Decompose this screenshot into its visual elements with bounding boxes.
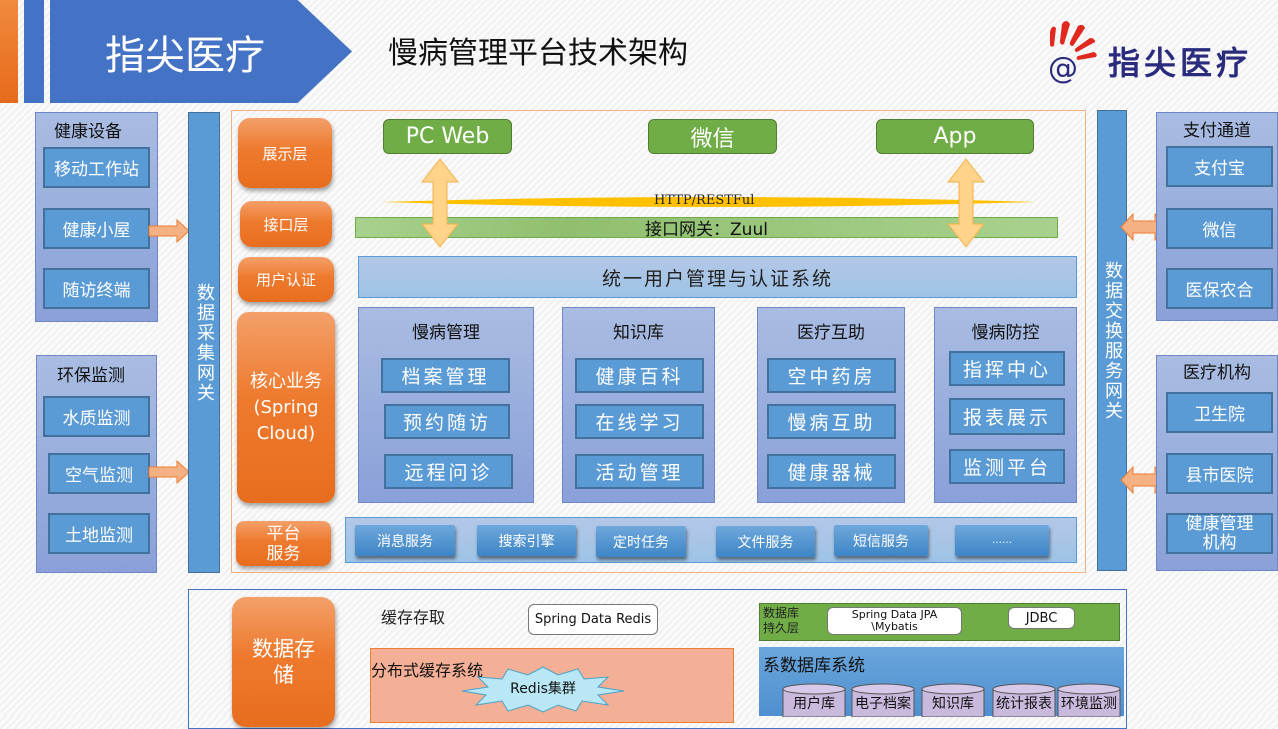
- module-title: 慢病管理: [412, 323, 480, 343]
- database-cylinder: 用户库: [781, 683, 847, 718]
- header-accent-blue: [24, 0, 44, 103]
- database-cylinder: 知识库: [920, 683, 986, 718]
- database-cylinder: 电子档案: [850, 683, 916, 718]
- group-title: 支付通道: [1183, 121, 1251, 141]
- group-payment-channels: 支付通道 支付宝 微信 医保农合: [1156, 112, 1278, 321]
- redis-cluster-label: Redis集群: [510, 681, 576, 697]
- group-title: 环保监测: [57, 366, 125, 386]
- module-title: 知识库: [613, 323, 664, 343]
- module-item[interactable]: 空中药房: [767, 358, 896, 393]
- group-title: 医疗机构: [1183, 363, 1251, 383]
- module-item[interactable]: 报表展示: [949, 398, 1065, 435]
- layer-interface: 接口层: [240, 201, 332, 247]
- group-title: 健康设备: [54, 122, 122, 142]
- data-collection-gateway: 数据采集网关: [188, 112, 220, 573]
- module-chronic-prevention: 慢病防控 指挥中心 报表展示 监测平台: [934, 307, 1077, 503]
- database-cylinder: 统计报表: [991, 683, 1057, 718]
- protocol-label: HTTP/RESTFul: [654, 193, 755, 208]
- module-item[interactable]: 档案管理: [381, 358, 510, 393]
- monitor-item[interactable]: 水质监测: [43, 396, 150, 437]
- client-pc-web[interactable]: PC Web: [383, 119, 512, 154]
- jdbc: JDBC: [1008, 607, 1075, 629]
- module-item[interactable]: 健康器械: [767, 454, 896, 489]
- service-button[interactable]: 消息服务: [355, 525, 455, 556]
- payment-item[interactable]: 支付宝: [1166, 146, 1273, 187]
- header-banner: [50, 0, 352, 103]
- database-icon: [1057, 683, 1121, 718]
- institution-item[interactable]: 卫生院: [1166, 392, 1273, 433]
- http-band: [380, 197, 1036, 207]
- svg-text:@: @: [1048, 51, 1078, 85]
- at-hand-logo-icon: @: [1048, 21, 1097, 85]
- institution-item[interactable]: 健康管理机构: [1166, 513, 1273, 554]
- payment-item[interactable]: 微信: [1166, 208, 1273, 249]
- module-item[interactable]: 指挥中心: [949, 351, 1065, 386]
- module-knowledge-base: 知识库 健康百科 在线学习 活动管理: [562, 307, 715, 503]
- module-title: 医疗互助: [797, 323, 865, 343]
- layer-core-business: 核心业务(Spring Cloud): [237, 312, 335, 503]
- database-icon: [992, 683, 1056, 718]
- device-item[interactable]: 移动工作站: [43, 147, 150, 188]
- service-button-more[interactable]: ……: [955, 525, 1049, 556]
- module-item[interactable]: 活动管理: [575, 454, 704, 489]
- layer-presentation: 展示层: [238, 118, 332, 188]
- layer-storage: 数据存储: [232, 597, 335, 727]
- database-icon: [782, 683, 846, 718]
- header-accent-orange: [0, 0, 18, 103]
- layer-auth: 用户认证: [238, 257, 334, 302]
- device-item[interactable]: 健康小屋: [43, 208, 150, 249]
- module-item[interactable]: 健康百科: [575, 358, 704, 393]
- monitor-item[interactable]: 空气监测: [48, 453, 150, 494]
- group-env-monitoring: 环保监测 水质监测 空气监测 土地监测: [36, 355, 157, 573]
- payment-item[interactable]: 医保农合: [1166, 268, 1273, 309]
- database-label: 环境监测: [1061, 696, 1117, 712]
- module-item[interactable]: 监测平台: [949, 449, 1065, 484]
- arrow-right-icon: [148, 460, 190, 484]
- spring-data-jpa-mybatis: Spring Data JPA \Mybatis: [827, 607, 962, 635]
- client-wechat[interactable]: 微信: [648, 119, 777, 154]
- database-label: 用户库: [793, 696, 835, 712]
- persistence-label: 数据库持久层: [763, 606, 800, 635]
- page-title: 慢病管理平台技术架构: [388, 36, 688, 71]
- module-item[interactable]: 慢病互助: [767, 404, 896, 439]
- layer-platform: 平台服务: [236, 521, 331, 566]
- module-medical-aid: 医疗互助 空中药房 慢病互助 健康器械: [757, 307, 905, 503]
- db-system-label: 系数据库系统: [763, 656, 865, 676]
- monitor-item[interactable]: 土地监测: [48, 513, 150, 554]
- database-icon: [851, 683, 915, 718]
- module-chronic-mgmt: 慢病管理 档案管理 预约随访 远程问诊: [358, 307, 534, 503]
- institution-item[interactable]: 县市医院: [1166, 453, 1273, 494]
- arrow-right-icon: [148, 219, 190, 243]
- brand-title: 指尖医疗: [105, 32, 265, 79]
- service-button[interactable]: 文件服务: [716, 526, 815, 557]
- bidirectional-arrow-icon: [946, 158, 986, 248]
- module-item[interactable]: 在线学习: [575, 404, 704, 439]
- database-icon: [921, 683, 985, 718]
- service-button[interactable]: 定时任务: [596, 526, 686, 557]
- data-exchange-gateway: 数据交换服务网关: [1097, 110, 1127, 571]
- module-item[interactable]: 预约随访: [384, 404, 510, 439]
- spring-data-redis: Spring Data Redis: [528, 604, 658, 635]
- device-item[interactable]: 随访终端: [43, 268, 150, 309]
- bidirectional-arrow-icon: [420, 158, 460, 248]
- database-label: 知识库: [932, 696, 974, 712]
- group-health-devices: 健康设备 移动工作站 健康小屋 随访终端: [35, 112, 158, 322]
- database-cylinder: 环境监测: [1056, 683, 1122, 718]
- distributed-cache-label: 分布式缓存系统: [371, 661, 484, 680]
- core-architecture-frame: [231, 110, 1086, 573]
- service-button[interactable]: 短信服务: [834, 525, 928, 556]
- starburst-shape: [461, 666, 625, 713]
- database-label: 电子档案: [855, 696, 911, 712]
- logo-text: 指尖医疗: [1108, 44, 1253, 82]
- client-app[interactable]: App: [876, 119, 1034, 154]
- service-button[interactable]: 搜索引擎: [477, 525, 576, 556]
- unified-auth-system: 统一用户管理与认证系统: [358, 256, 1077, 298]
- api-gateway-zuul: 接口网关：Zuul: [355, 217, 1058, 240]
- database-label: 统计报表: [996, 696, 1052, 712]
- cache-access-label: 缓存存取: [381, 608, 446, 627]
- module-title: 慢病防控: [971, 323, 1040, 343]
- group-medical-institutions: 医疗机构 卫生院 县市医院 健康管理机构: [1156, 355, 1278, 571]
- module-item[interactable]: 远程问诊: [384, 454, 513, 489]
